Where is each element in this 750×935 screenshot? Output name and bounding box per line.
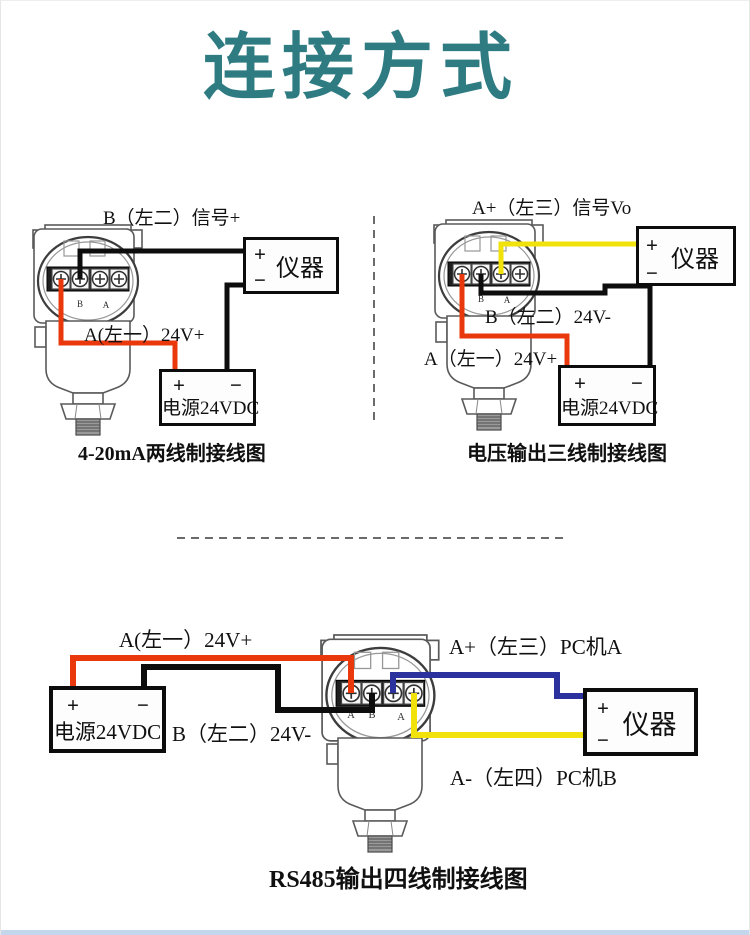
d1-24vplus-label: A(左一）24V+ <box>84 325 205 346</box>
d2-24vplus-label: A（左一）24V+ <box>424 349 558 370</box>
wire-rs485a-blue <box>390 672 587 699</box>
d1-signal-label: B（左二）信号+ <box>103 208 241 229</box>
d3-24vminus-label: B（左二）24V- <box>172 722 312 746</box>
instrument-label: 仪器 <box>622 709 677 740</box>
bottom-edge-strip <box>1 930 749 935</box>
power-label: 电源24VDC <box>561 398 659 419</box>
d3-caption: RS485输出四线制接线图 <box>269 867 528 893</box>
wire-minus-black <box>478 274 653 369</box>
diagram3-transmitter: A B A <box>70 633 587 853</box>
terminal-mark-b: B <box>368 710 375 721</box>
page-title: 连接方式 <box>203 28 520 108</box>
d3-pc-b-label: A-（左四）PC机B <box>450 766 617 790</box>
plus-terminal: + <box>646 233 658 257</box>
terminal-mark-b: B <box>77 299 83 309</box>
wire-24vplus-red <box>70 655 354 693</box>
terminal-mark-a2: A <box>397 712 405 723</box>
d1-power-box: + − 电源24VDC <box>159 369 260 426</box>
instrument-label: 仪器 <box>276 256 324 282</box>
minus-terminal: − <box>646 261 658 285</box>
d1-instrument-box: + − 仪器 <box>243 237 339 294</box>
plus-terminal: + <box>173 373 185 397</box>
d2-power-box: + − 电源24VDC <box>558 365 659 426</box>
plus-terminal: + <box>67 693 79 717</box>
plus-terminal: + <box>574 371 586 395</box>
minus-terminal: − <box>137 693 149 717</box>
minus-terminal: − <box>230 373 242 397</box>
wire-signal-black <box>77 248 247 279</box>
instrument-label: 仪器 <box>671 246 719 273</box>
minus-terminal: − <box>254 268 266 292</box>
wire-24v-red <box>459 274 570 369</box>
d3-24vplus-label: A(左一）24V+ <box>119 628 253 652</box>
wire-rs485b-yellow <box>411 693 587 738</box>
power-label: 电源24VDC <box>162 398 260 419</box>
diagram1-transmitter: B A <box>31 223 247 436</box>
d2-caption: 电压输出三线制接线图 <box>467 443 667 465</box>
d3-instrument-box: + − 仪器 <box>583 688 698 756</box>
terminal-mark-a: A <box>103 300 110 310</box>
plus-terminal: + <box>597 696 609 720</box>
d2-instrument-box: + − 仪器 <box>636 226 736 286</box>
minus-terminal: − <box>597 728 609 752</box>
power-label: 电源24VDC <box>53 720 162 744</box>
d2-signal-label: A+（左三）信号Vo <box>472 198 632 219</box>
terminal-mark-a1: A <box>347 710 355 721</box>
wire-24vminus-black <box>141 664 375 713</box>
terminal-mark-a: A <box>504 295 511 305</box>
diagram2-transmitter: B A <box>432 218 653 431</box>
d1-caption: 4-20mA两线制接线图 <box>78 443 266 465</box>
wire-24v-red <box>58 279 178 373</box>
plus-terminal: + <box>254 242 266 266</box>
terminal-mark-b: B <box>478 294 484 304</box>
d3-power-box: + − 电源24VDC <box>49 686 166 753</box>
d2-24vminus-label: B（左二）24V- <box>485 307 611 328</box>
minus-terminal: − <box>631 371 643 395</box>
wire-signal-yellow <box>498 241 641 274</box>
d3-pc-a-label: A+（左三）PC机A <box>449 635 622 659</box>
wire-minus-black <box>224 282 246 373</box>
